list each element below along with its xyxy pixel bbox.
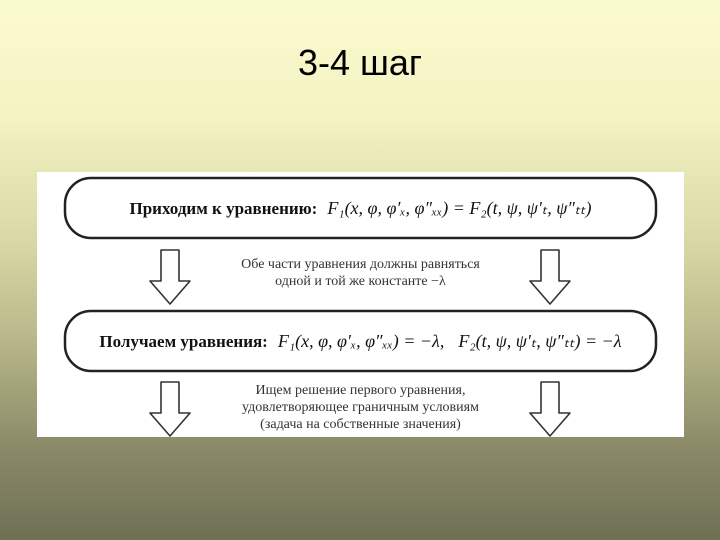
box-2-content: Получаем уравнения: F₁(x, φ, φ′ₓ, φ″ₓₓ) =… [37,331,684,352]
box-2-equation-2: F₂(t, ψ, ψ′ₜ, ψ″ₜₜ) = −λ [458,331,622,351]
flowchart-figure: Приходим к уравнению: F₁(x, φ, φ′ₓ, φ″ₓₓ)… [37,172,684,437]
down-arrow-left-2 [149,381,191,437]
box-2-frame [63,309,658,373]
note-1: Обе части уравнения должны равняться одн… [197,256,524,290]
note-1-line-2: одной и той же константе −λ [275,274,446,289]
flowchart-shapes [63,176,658,437]
note-2-line-3: (задача на собственные значения) [260,417,461,432]
box-1-label: Приходим к уравнению: [129,199,318,218]
down-arrow-right-2 [529,381,571,437]
down-arrow-left-1 [149,249,191,305]
note-2-line-1: Ищем решение первого уравнения, [255,383,466,398]
box-1-content: Приходим к уравнению: F₁(x, φ, φ′ₓ, φ″ₓₓ)… [37,198,684,219]
note-1-line-1: Обе части уравнения должны равняться [241,257,480,272]
box-2-equation-1: F₁(x, φ, φ′ₓ, φ″ₓₓ) = −λ, [277,331,445,351]
down-arrow-right-1 [529,249,571,305]
box-1-frame [63,176,658,240]
note-2-line-2: удовлетворяющее граничным условиям [242,400,479,415]
note-2: Ищем решение первого уравнения, удовлетв… [197,382,524,433]
box-1-equation: F₁(x, φ, φ′ₓ, φ″ₓₓ) = F₂(t, ψ, ψ′ₜ, ψ″ₜₜ… [327,198,592,218]
slide-title: 3-4 шаг [297,42,423,83]
box-2-label: Получаем уравнения: [99,332,268,351]
